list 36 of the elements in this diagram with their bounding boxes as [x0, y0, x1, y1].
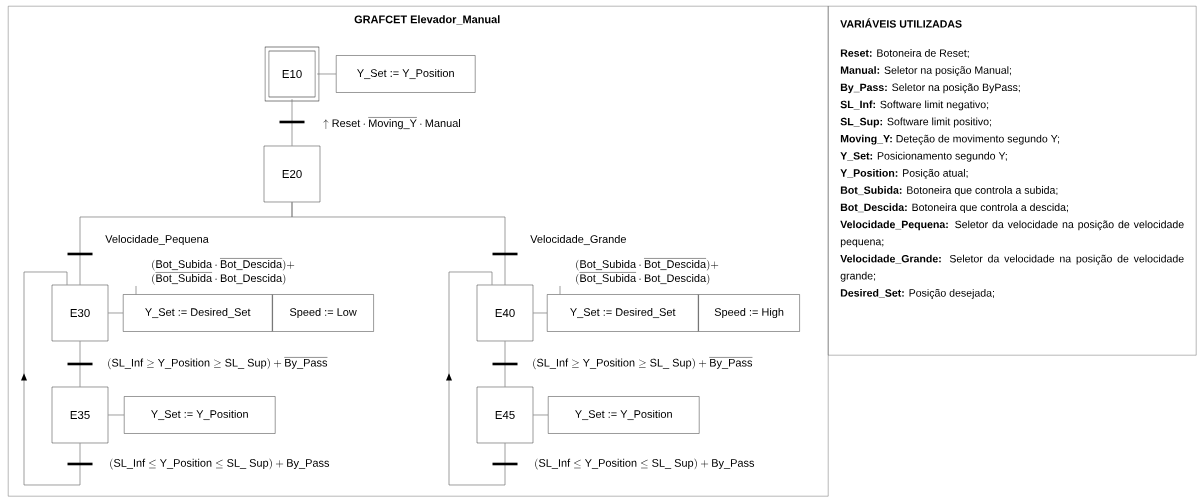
- link-line: [532, 312, 548, 314]
- action-box: Y_Set := Desired_Set: [123, 294, 273, 332]
- transition-line: [446, 271, 518, 486]
- leader-line: [559, 285, 561, 295]
- link-line: [107, 312, 124, 314]
- action-box: Y_Set := Y_Position: [124, 396, 276, 434]
- transition-line: [279, 98, 305, 147]
- transition-condition: $\text{Velocidade\_Grande}$: [529, 233, 628, 247]
- transition-condition: $\uparrow\text{Reset}\cdot\overline{\text{Moving\_Y}}\cdot\text{Manual}$: [322, 115, 462, 131]
- step-box: E45: [476, 386, 534, 444]
- transition-condition: $\text{Velocidade\_Pequena}$: [104, 233, 210, 247]
- step-box: E40: [476, 284, 534, 342]
- action-box: Y_Set := Desired_Set: [547, 294, 699, 332]
- transition-condition: $(\text{SL\_Inf}\leq\text{Y\_Position}\leq\text{SL\_ Sup})+\text{By\_Pass}$: [533, 457, 756, 471]
- link-line: [107, 414, 125, 416]
- leader-line: [135, 285, 137, 295]
- transition-line: [492, 340, 518, 388]
- action-box: Y_Set := Y_Position: [336, 55, 476, 93]
- variables-panel: VARIÁVEIS UTILIZADAS Reset: Botoneira de Reset; Manual: Seletor na posição Manual; By_Pass: Seletor na posição ByPass; SL_Inf: Software limit negativo; SL_Sup: Software limit positivo; Moving_Y: Deteção de movimento segundo Y; Y_Set: Posicionamento segundo Y; Y_Position: Posição atual; Bot_Subida: Botoneira que controla a subida; Bot_Descida: Botoneira que controla a descida; Velocidade_Pequena: Seletor da velocidade na posição de velocidade pequena; Velocidade_Grande: Seletor da velocidade na posição de velocidade grande; Desired_Set: Posição desejada;: [828, 6, 1197, 356]
- transition-condition: $(\text{SL\_Inf}\geq\text{Y\_Position}\geq\text{SL\_ Sup})+\overline{\text{By\_Pass}}$: [106, 355, 329, 371]
- action-box: Speed := Low: [272, 294, 374, 332]
- transition-line: [291, 201, 518, 286]
- link-line: [316, 73, 337, 75]
- transition-condition: $(\text{SL\_Inf}\geq\text{Y\_Position}\geq\text{SL\_ Sup})+\overline{\text{By\_Pass}}$: [531, 355, 754, 371]
- step-box: E20: [263, 145, 321, 203]
- transition-line: [21, 271, 93, 486]
- transition-condition: $(\text{SL\_Inf}\leq\text{Y\_Position}\leq\text{SL\_ Sup})+\text{By\_Pass}$: [108, 457, 331, 471]
- action-box: Speed := High: [698, 294, 800, 332]
- step-box: E30: [51, 284, 109, 342]
- link-line: [532, 414, 549, 416]
- step-box: E35: [51, 386, 109, 444]
- transition-line: [67, 340, 93, 388]
- initial-step-box: E10: [264, 46, 320, 102]
- condition-text: $\begin{array}{l}(\text{Bot\_Subida}\cdot\overline{\text{Bot\_Descida}})+\\(\overline{\text{Bot\_Subida}}\cdot\text{Bot\_Descida})\end{array}$: [576, 258, 719, 285]
- condition-text: $\begin{array}{l}(\text{Bot\_Subida}\cdot\overline{\text{Bot\_Descida}})+\\(\overline{\text{Bot\_Subida}}\cdot\text{Bot\_Descida})\end{array}$: [152, 258, 295, 285]
- action-box: Y_Set := Y_Position: [548, 396, 700, 434]
